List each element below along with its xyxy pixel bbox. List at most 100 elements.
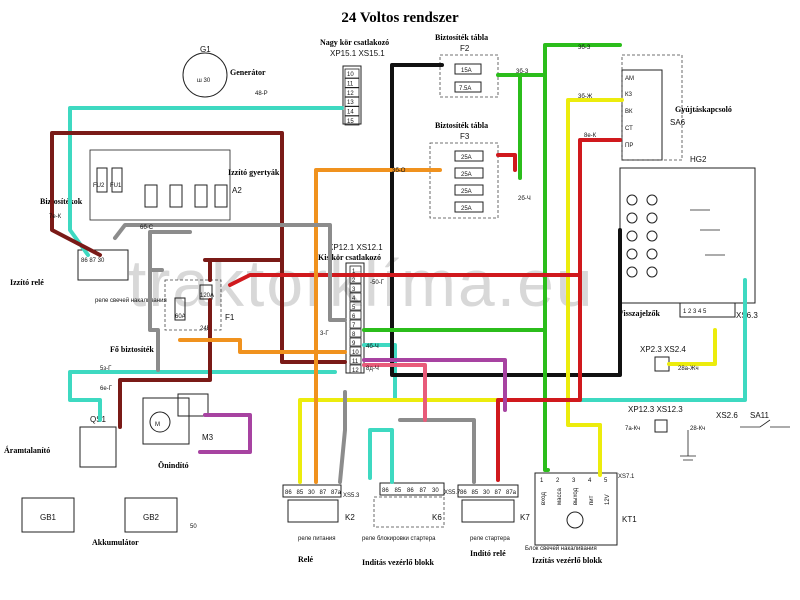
fuse-f3-4: 25A <box>461 206 472 212</box>
label-fuses: Biztosítékok <box>40 197 83 206</box>
ref-gb1: GB1 <box>40 513 57 522</box>
label-big-circuit: Nagy kör csatlakozó <box>320 38 389 47</box>
ref-xp15: XP15.1 XS15.1 <box>330 49 385 58</box>
ref-xp123: XP12.3 XS12.3 <box>628 405 683 414</box>
code-28k: 28-Кч <box>690 426 705 432</box>
pin-label: 85 <box>472 490 479 496</box>
pin-label: 12 <box>352 368 359 374</box>
wire-cyan-bottom <box>368 428 394 484</box>
kt1-cell-label: пит <box>589 495 595 505</box>
label-warning-lights: Visszajelzők <box>618 309 660 318</box>
code-50g: -50-Г <box>370 280 385 286</box>
pin-label: 4 <box>588 478 592 484</box>
pin-label: 87 <box>320 490 327 496</box>
svg-text:КЗ: КЗ <box>625 92 632 98</box>
pin-label: 87a <box>331 490 342 496</box>
label-battery: Akkumulátor <box>92 538 139 547</box>
wire-purple <box>198 413 252 454</box>
master-switch-qs1: QS1 Áramtalanító <box>4 415 117 468</box>
pin-label: 10 <box>347 72 354 78</box>
pin-label: 3 <box>572 478 576 484</box>
code-2bch: 2б-Ч <box>518 196 531 202</box>
svg-text:M: M <box>155 422 160 428</box>
code-6bc: 6б-С <box>140 225 154 231</box>
ref-xs53: XS5.3 <box>343 493 360 499</box>
pin-label: 87 <box>420 488 427 494</box>
pin-label: 30 <box>308 490 315 496</box>
label-glow-control: Izzítás vezérlő blokk <box>532 556 603 565</box>
svg-text:86 87 30: 86 87 30 <box>81 258 105 264</box>
ref-xs26: XS2.6 <box>716 411 738 420</box>
code-3g2: 3-Г <box>320 331 329 337</box>
pin-box <box>349 310 362 320</box>
fuse-f1-mid: 24B <box>200 326 211 332</box>
ref-kt1: KT1 <box>622 515 637 524</box>
ru-glow-block: Блок свечей накаливания <box>525 545 597 552</box>
pin-label: 86 <box>285 490 292 496</box>
fuse-f3-1: 25A <box>461 155 472 161</box>
diagram-title: 24 Voltos rendszer <box>341 10 459 26</box>
wire-grey-right <box>398 418 476 484</box>
pin-label: 2 <box>556 478 560 484</box>
main-fuses-f1: 60A 120A F1 24B Fő biztosíték <box>110 279 235 354</box>
wire-cyan-top <box>68 106 344 257</box>
pin-label: 1 <box>540 478 544 484</box>
code-4bch: 4б-Ч <box>366 344 379 350</box>
fuse-f3-2: 25A <box>461 172 472 178</box>
code-7ek: 7е-К <box>49 214 62 220</box>
ref-a2: A2 <box>232 186 242 195</box>
batteries: GB1 GB2 Akkumulátor <box>21 497 178 547</box>
connector-xs15: Nagy kör csatlakozó XP15.1 XS15.1 101112… <box>320 38 389 126</box>
ref-sa6: SA6 <box>670 118 686 127</box>
pin-label: 8 <box>352 332 356 338</box>
wire-grey-top <box>113 223 347 322</box>
pin-label: 30 <box>483 490 490 496</box>
fuse-board-f2: Biztosíték tábla F2 15A 7.5A <box>435 33 499 98</box>
code-50: 50 <box>190 524 197 530</box>
label-glow-plugs: Izzító gyertyák <box>228 168 280 177</box>
kt1-cell-label: выход <box>573 487 579 505</box>
connector-xp123: XP12.3 XS12.3 XS2.6 SA11 <box>628 405 790 461</box>
code-3bo: 3б-О <box>392 168 406 174</box>
label-relay: Relé <box>298 555 314 564</box>
pin-box <box>344 96 360 107</box>
code-48p: 48-Р <box>255 91 268 97</box>
fuse-f1-1: 60A <box>175 314 186 320</box>
connector-xs12: XP12.1 XS12.1 Kis kör csatlakozó 1234567… <box>318 243 383 374</box>
ref-k2: K2 <box>345 513 355 522</box>
glow-relay: 86 87 30 Izzító relé реле свечей накалив… <box>10 249 167 304</box>
ref-xp23: XP2.3 XS2.4 <box>640 345 686 354</box>
label-fuse-board: Biztosíték tábla <box>435 33 488 42</box>
wire-yellow-bottom <box>298 398 602 484</box>
pin-box <box>344 106 360 116</box>
pin-box <box>349 292 362 302</box>
ref-sa11: SA11 <box>750 411 770 420</box>
starter-m3: M M3 Önindító <box>142 393 214 470</box>
pin-box <box>349 319 362 329</box>
ref-fu1: FU1 <box>110 183 122 189</box>
code-3g-f2: 3б-З <box>516 69 529 75</box>
fuse-f1-2: 120A <box>200 293 214 299</box>
wire-yellow-top <box>566 98 624 427</box>
wire-grey-lower <box>338 390 347 484</box>
pin-box <box>349 364 362 374</box>
pin-box <box>344 115 360 126</box>
ref-fu2: FU2 <box>93 183 105 189</box>
pin-label: 87a <box>506 490 517 496</box>
label-start-control: Indítás vezérlő blokk <box>362 558 435 567</box>
pin-label: 85 <box>395 488 402 494</box>
ignition-switch-sa6: АМ КЗ ВК СТ ПР Gyújtáskapcsoló SA6 <box>621 54 732 161</box>
ref-xs63: XS6.3 <box>736 311 758 320</box>
ref-f1: F1 <box>225 313 235 322</box>
wire-grey-left <box>148 230 192 372</box>
label-fuse-board-2: Biztosíték tábla <box>435 121 488 130</box>
pin-box <box>349 328 362 338</box>
wire-yellow-right <box>667 328 717 366</box>
code-6g: 6е-Г <box>100 386 113 392</box>
pin-label: 30 <box>432 488 439 494</box>
pin-label: 11 <box>347 81 354 87</box>
